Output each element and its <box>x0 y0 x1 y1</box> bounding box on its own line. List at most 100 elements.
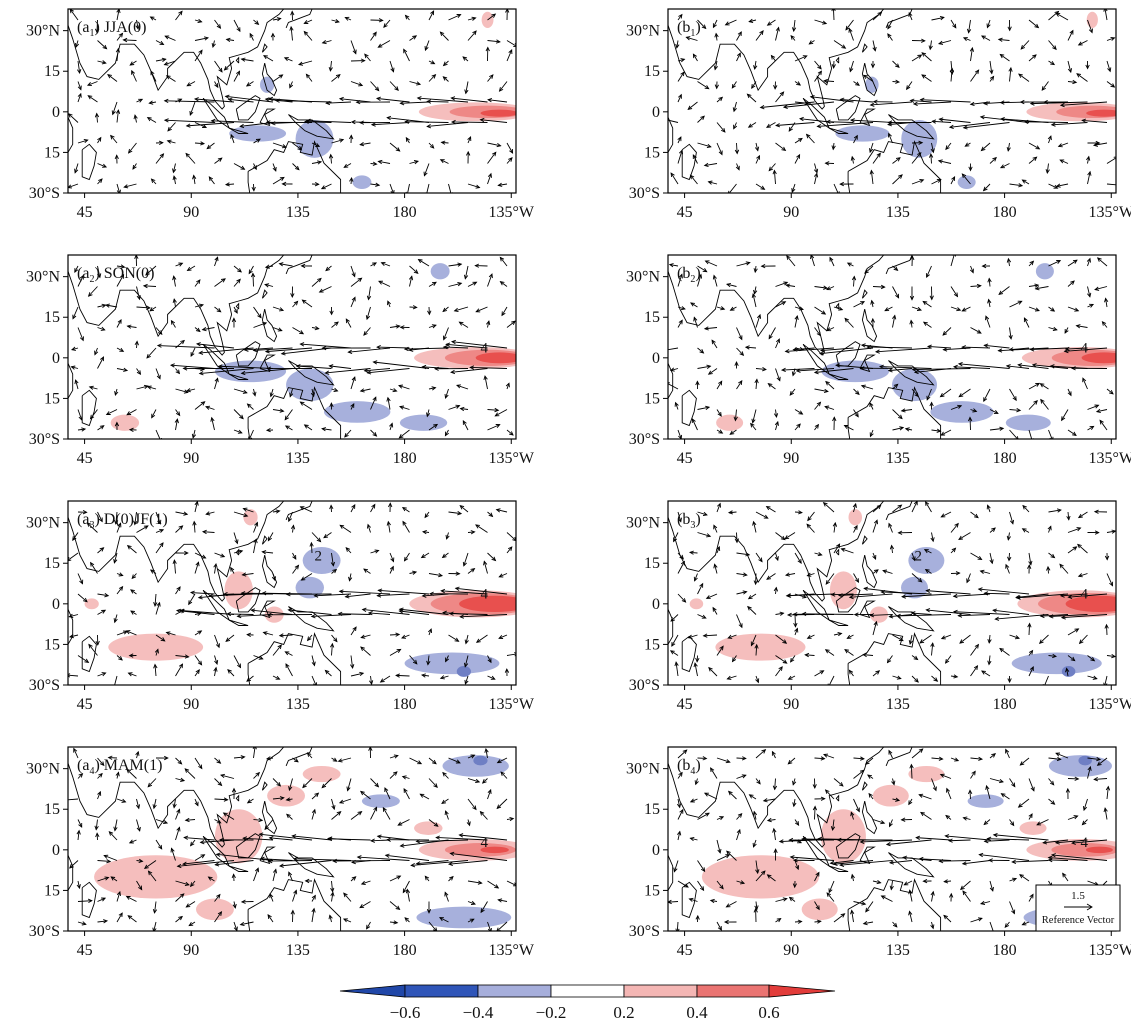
wind-arrow <box>713 525 718 533</box>
wind-arrow <box>176 610 215 615</box>
wind-arrow <box>789 897 796 902</box>
lon-tick-label: 45 <box>77 450 93 467</box>
wind-arrow <box>884 306 893 312</box>
wind-arrow <box>389 81 399 91</box>
wind-arrow <box>487 142 501 147</box>
coastline <box>261 535 268 545</box>
wind-arrow <box>748 122 757 128</box>
panel-label: (b3) <box>677 511 701 531</box>
wind-arrow <box>805 654 815 656</box>
coastline <box>228 373 249 380</box>
wind-arrow <box>460 408 469 410</box>
wind-arrow <box>487 409 499 411</box>
wind-arrow <box>214 378 219 390</box>
wind-arrow <box>749 794 757 800</box>
wind-arrow <box>958 614 991 617</box>
lat-tick-label: 30°N <box>626 23 660 40</box>
lon-tick-label: 90 <box>183 942 199 959</box>
wind-arrow <box>497 757 508 764</box>
coastline <box>247 386 342 439</box>
wind-arrow <box>944 880 952 883</box>
wind-arrow <box>443 327 449 340</box>
wind-arrow <box>814 424 819 431</box>
wind-arrow <box>1087 655 1095 662</box>
wind-arrow <box>409 81 421 85</box>
wind-arrow <box>155 819 168 824</box>
wind-arrow <box>775 91 784 103</box>
wind-arrow <box>331 552 334 566</box>
wind-arrow <box>989 778 1004 783</box>
wind-arrow <box>1087 171 1091 185</box>
coastline <box>259 846 276 865</box>
wind-arrow <box>175 419 178 431</box>
wind-arrow <box>1102 321 1108 328</box>
wind-arrow <box>417 97 469 103</box>
wind-arrow <box>166 632 176 636</box>
wind-arrow <box>418 259 430 267</box>
wind-arrow <box>1040 399 1049 410</box>
wind-arrow <box>233 265 242 273</box>
wind-arrow <box>716 854 730 861</box>
wind-arrow <box>214 667 217 677</box>
wind-arrow <box>1097 257 1108 267</box>
wind-arrow <box>97 920 108 923</box>
wind-arrow <box>807 634 815 639</box>
wind-arrow <box>697 406 710 410</box>
wind-arrow <box>726 901 737 908</box>
wind-arrow <box>697 532 711 537</box>
wind-arrow <box>443 60 449 66</box>
coastline <box>681 881 697 919</box>
wind-arrow <box>968 19 971 33</box>
wind-arrow <box>814 70 822 82</box>
wind-arrow <box>292 525 294 533</box>
wind-arrow <box>692 154 698 164</box>
wind-arrow <box>1009 878 1017 882</box>
wind-arrow <box>301 573 313 581</box>
panel-label: (b4) <box>677 757 701 777</box>
wind-arrow <box>506 532 516 542</box>
wind-arrow <box>136 525 149 533</box>
lat-tick-label: 30°S <box>629 923 660 940</box>
negative-anomaly-shading <box>892 368 938 402</box>
wind-arrow <box>886 839 932 845</box>
wind-arrow <box>378 40 391 48</box>
wind-arrow <box>677 511 682 522</box>
lat-tick-label: 15 <box>44 555 60 572</box>
wind-arrow <box>455 587 508 595</box>
wind-arrow <box>224 60 235 71</box>
wind-arrow <box>194 19 202 23</box>
wind-arrow <box>950 523 959 533</box>
wind-arrow <box>467 901 476 905</box>
panel-frame <box>67 500 517 686</box>
wind-arrow <box>926 609 971 615</box>
wind-arrow <box>689 551 698 554</box>
wind-arrow <box>1048 552 1055 558</box>
wind-arrow <box>693 317 698 328</box>
coastline <box>68 747 285 848</box>
wind-arrow <box>246 675 254 682</box>
wind-arrow <box>77 275 84 287</box>
wind-arrow <box>833 860 874 865</box>
lon-tick-label: 135°W <box>489 204 535 221</box>
wind-arrow <box>397 819 410 826</box>
wind-arrow <box>794 511 802 514</box>
wind-arrow <box>747 93 757 103</box>
wind-arrow <box>1009 819 1015 826</box>
wind-arrow <box>116 274 124 287</box>
wind-arrow <box>389 755 399 759</box>
coastline <box>847 386 942 439</box>
wind-arrow <box>919 858 952 861</box>
colorbar-tick-label: 0.4 <box>686 1003 708 1022</box>
wind-arrow <box>495 409 508 417</box>
coastline <box>261 63 278 97</box>
wind-arrow <box>1036 819 1049 826</box>
wind-arrow <box>243 837 274 841</box>
wind-arrow <box>775 301 786 308</box>
panel-label: (a2) SON(0) <box>77 265 154 285</box>
wind-arrow <box>97 897 106 902</box>
wind-arrow <box>387 397 391 410</box>
wind-arrow <box>311 655 315 666</box>
negative-anomaly-shading <box>442 755 509 777</box>
wind-arrow <box>923 321 932 328</box>
wind-arrow <box>194 854 205 861</box>
